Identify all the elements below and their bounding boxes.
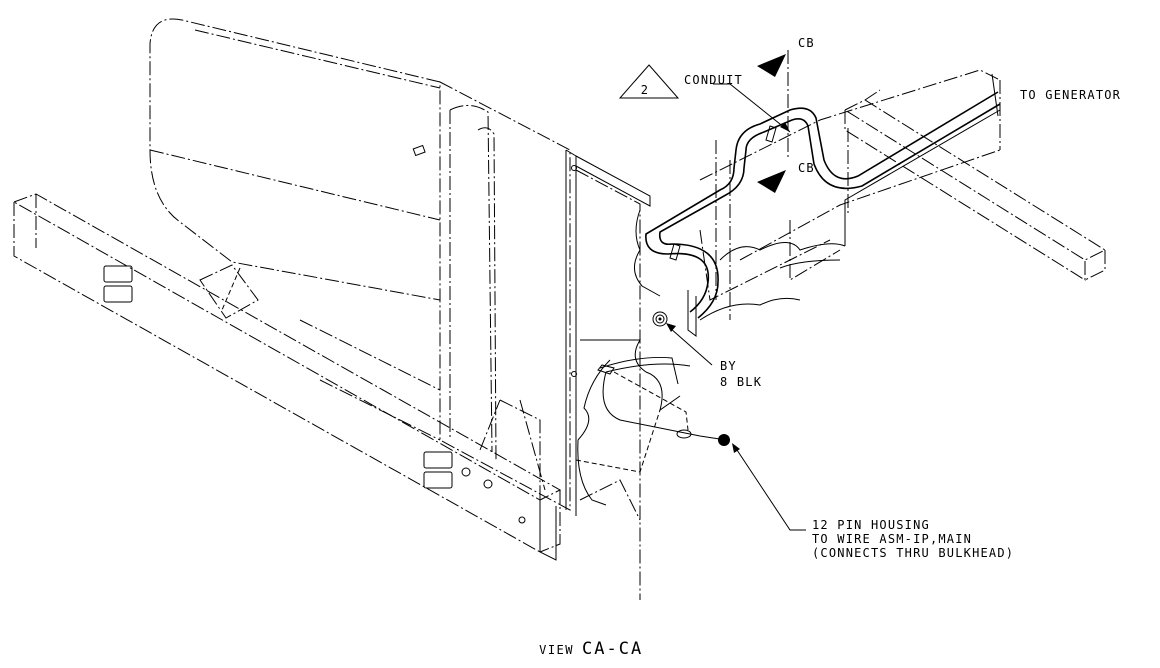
view-caption: CA-CA <box>582 639 643 659</box>
generator-mount-frame <box>699 69 1001 321</box>
seat-back-panel <box>149 18 441 301</box>
frame-rail <box>12 193 562 561</box>
to-generator-label: TO GENERATOR <box>1020 88 1121 102</box>
conduit-tube <box>645 91 1001 337</box>
section-label-top: CB <box>798 36 815 50</box>
housing-label-line1: 12 PIN HOUSING <box>812 518 930 532</box>
caption-prefix: VIEW <box>539 643 574 657</box>
conduit-label: CONDUIT <box>684 73 743 87</box>
bulkhead-panels <box>439 81 651 600</box>
cutaway-plate <box>575 209 681 521</box>
section-label-bottom: CB <box>798 161 815 175</box>
callout-triangle: 2 <box>618 64 680 99</box>
section-arrow-top <box>757 54 786 77</box>
section-arrow-bottom <box>757 170 786 193</box>
by-label: BY <box>720 359 737 373</box>
leader-lines <box>666 83 806 531</box>
wire-gauge-label: 8 BLK <box>720 375 762 389</box>
generator-rail <box>843 89 1107 281</box>
terminal-stud <box>652 311 668 327</box>
pin-housing-connector <box>718 434 730 446</box>
wire-harness <box>597 356 727 441</box>
callout-number: 2 <box>641 83 649 97</box>
section-cut-line <box>757 50 789 193</box>
housing-label-line3: (CONNECTS THRU BULKHEAD) <box>812 546 1014 560</box>
housing-label-line2: TO WIRE ASM-IP,MAIN <box>812 532 972 546</box>
